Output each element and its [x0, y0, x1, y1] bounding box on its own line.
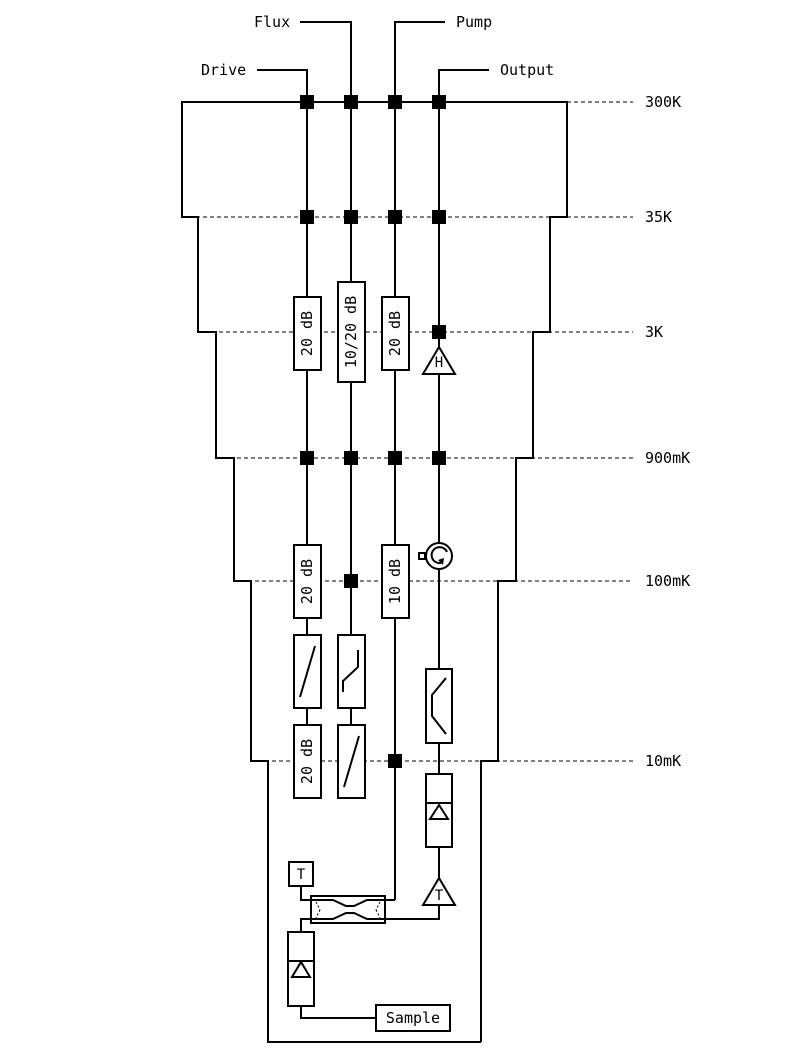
- drive-attenuator-100mk: [293, 544, 322, 619]
- hybrid-coupler-icon: [310, 895, 386, 924]
- stage-label-300k: 300K: [645, 93, 681, 111]
- flux-attenuator-3k-label: 10/20 dB: [342, 296, 360, 368]
- circulator-icon: [418, 542, 453, 570]
- flux-highpass-filter: [337, 634, 366, 709]
- stage-label-100mk: 100mK: [645, 572, 690, 590]
- drive-attenuator-3k: [293, 296, 322, 371]
- isolator-to-sample-wire: [300, 1006, 376, 1019]
- thermalization-square-icon: [432, 95, 446, 109]
- pump-attenuator-100mk-label: 10 dB: [386, 559, 404, 604]
- thermalization-points: [300, 95, 446, 768]
- thermalization-square-icon: [300, 95, 314, 109]
- thermalization-square-icon: [388, 210, 402, 224]
- drive-line-label: Drive: [201, 61, 246, 79]
- thermalization-square-icon: [300, 210, 314, 224]
- sample-label: Sample: [386, 1009, 440, 1027]
- thermalization-square-icon: [388, 754, 402, 768]
- pump-attenuator-100mk: [381, 544, 410, 619]
- thermalization-square-icon: [432, 325, 446, 339]
- thermalization-square-icon: [344, 574, 358, 588]
- highpass-filter-icon: [342, 650, 359, 692]
- drive-attenuator-10mk-label: 20 dB: [298, 739, 316, 784]
- bandpass-filter-icon: [431, 677, 447, 735]
- thermalization-square-icon: [388, 95, 402, 109]
- twpa-amplifier-label: T: [435, 888, 444, 904]
- thermalization-square-icon: [388, 451, 402, 465]
- flux-label-leader: [300, 21, 352, 102]
- thermalization-square-icon: [300, 451, 314, 465]
- stage-label-35k: 35K: [645, 208, 672, 226]
- pump-attenuator-3k-label: 20 dB: [386, 311, 404, 356]
- twpa-to-coupler-wire: [384, 905, 440, 920]
- flux-attenuator-3k: [337, 281, 366, 383]
- hemt-amplifier-icon: [421, 345, 457, 375]
- pump-label-leader: [394, 21, 445, 102]
- thermalization-square-icon: [432, 451, 446, 465]
- flux-line-label: Flux: [254, 13, 290, 31]
- thermalization-square-icon: [344, 210, 358, 224]
- isolator-icon: [428, 803, 450, 820]
- output-line-label: Output: [500, 61, 554, 79]
- pump-attenuator-3k: [381, 296, 410, 371]
- hemt-amplifier-label: H: [435, 355, 443, 371]
- coupler-to-isolator-wire: [300, 918, 312, 932]
- termination-box: [288, 861, 314, 887]
- pump-line-label: Pump: [456, 13, 492, 31]
- termination-label: T: [297, 867, 306, 883]
- thermalization-square-icon: [432, 210, 446, 224]
- drive-label-leader: [257, 69, 308, 102]
- sample-box: [375, 1004, 451, 1032]
- isolator-icon: [290, 960, 312, 978]
- output-bandpass-filter: [425, 668, 453, 744]
- drive-attenuator-100mk-label: 20 dB: [298, 559, 316, 604]
- stage-label-3k: 3K: [645, 323, 663, 341]
- stage-label-10mk: 10mK: [645, 752, 681, 770]
- thermalization-square-icon: [344, 451, 358, 465]
- drive-attenuator-10mk: [293, 724, 322, 799]
- drive-attenuator-3k-label: 20 dB: [298, 311, 316, 356]
- stage-label-900mk: 900mK: [645, 449, 690, 467]
- output-label-leader: [438, 69, 489, 102]
- termination-wire: [300, 886, 312, 901]
- lowpass-filter-icon: [343, 735, 360, 788]
- thermalization-square-icon: [344, 95, 358, 109]
- lowpass-filter-icon: [299, 645, 316, 698]
